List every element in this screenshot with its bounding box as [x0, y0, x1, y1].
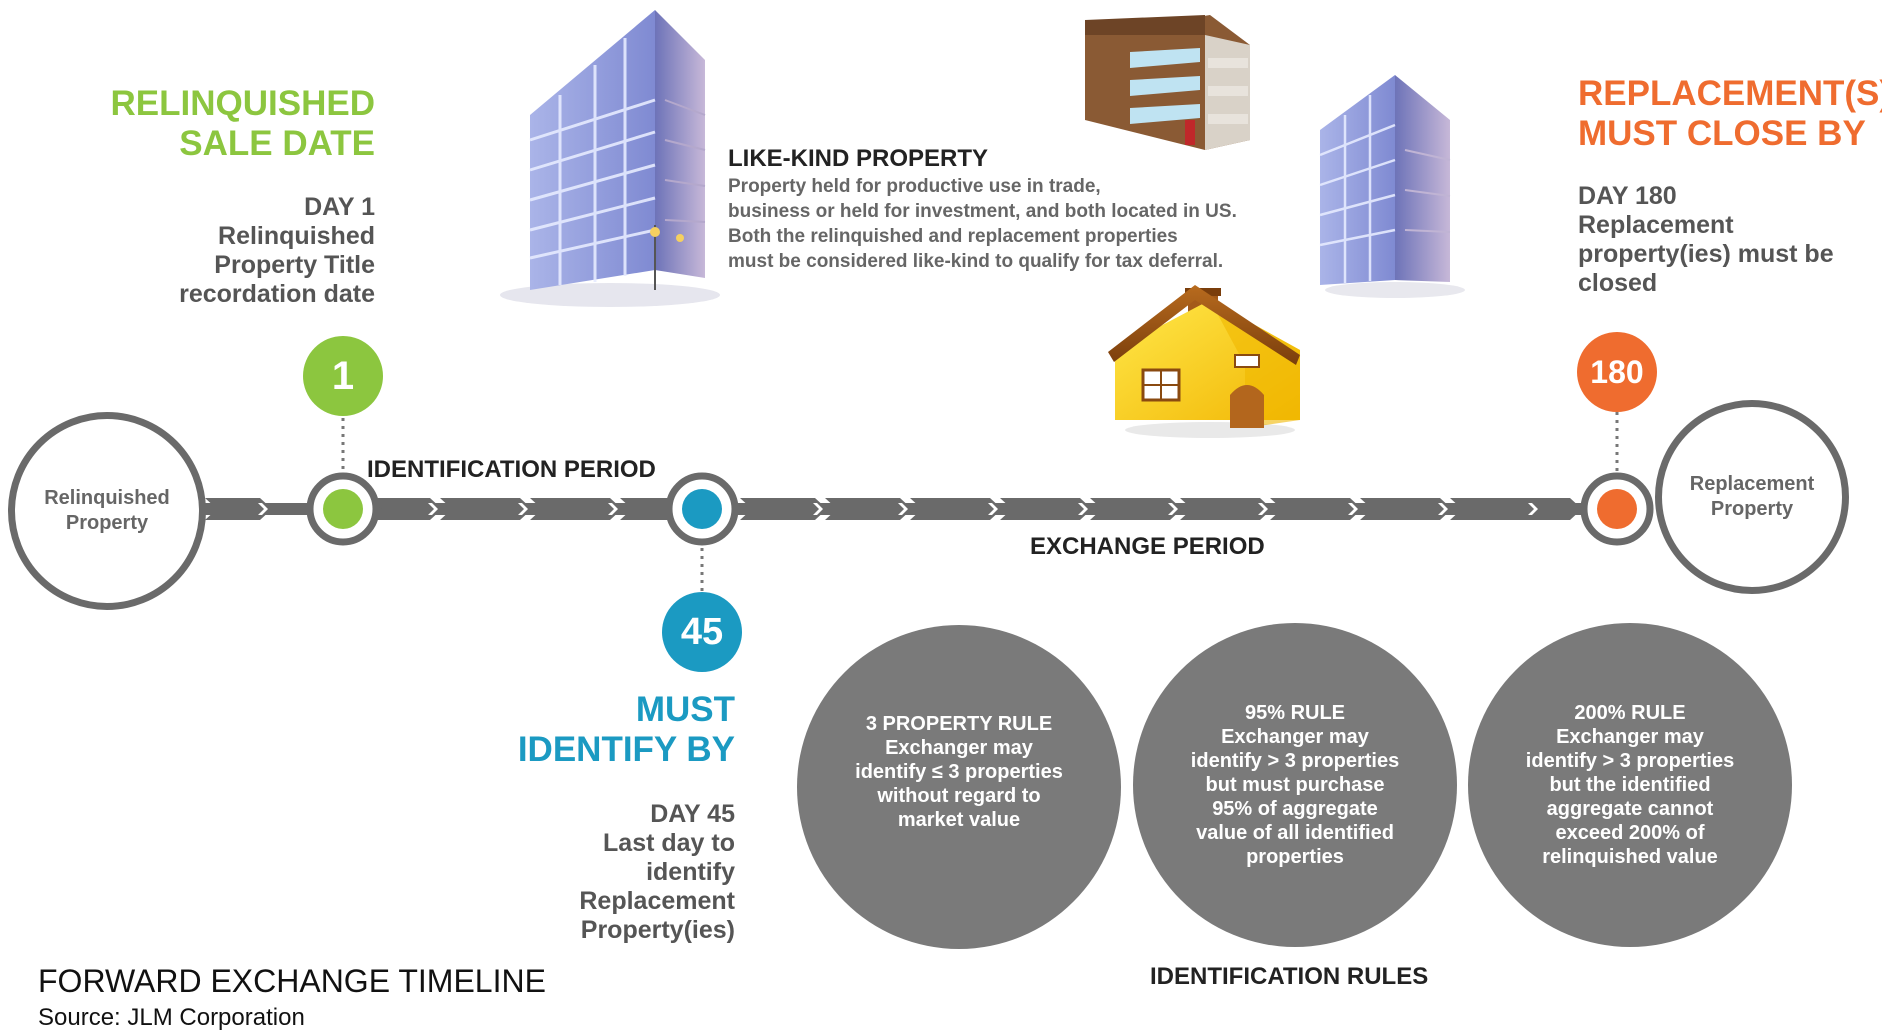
relinquished-property-circle: Relinquished Property: [8, 412, 206, 610]
rule-line: 95% of aggregate: [1212, 798, 1378, 820]
rule-line: but the identified: [1549, 774, 1711, 796]
replacement-property-circle: Replacement Property: [1655, 400, 1849, 594]
house-icon: [1108, 285, 1300, 438]
rule-95-percent: 95% RULE Exchanger may identify > 3 prop…: [1133, 623, 1457, 947]
rule-line: Exchanger may: [885, 737, 1033, 759]
rule-title: 3 PROPERTY RULE: [865, 713, 1053, 735]
relinquished-desc-line4: recordation date: [179, 280, 375, 308]
identify-desc-line3: identify: [646, 858, 735, 886]
office-building-small-icon: [1319, 75, 1465, 298]
marker-day45-circle: [662, 592, 742, 672]
like-kind-title: LIKE-KIND PROPERTY: [728, 145, 989, 172]
rule-line: aggregate cannot: [1546, 798, 1714, 820]
office-building-icon: [500, 10, 720, 307]
relinquished-desc-line2: Relinquished: [218, 222, 375, 250]
rule-line: without regard to: [877, 785, 1041, 807]
end-circle-line2: Property: [1710, 498, 1794, 520]
rule-line: relinquished value: [1542, 846, 1718, 868]
start-circle-line1: Relinquished: [44, 487, 170, 509]
node-day1: [306, 472, 380, 546]
marker-day45-label: 45: [680, 611, 724, 653]
identify-desc-line1: DAY 45: [650, 800, 735, 828]
rule-line: Exchanger may: [1556, 726, 1704, 748]
start-circle-line2: Property: [65, 512, 149, 534]
rule-200-percent: 200% RULE Exchanger may identify > 3 pro…: [1468, 623, 1792, 947]
rule-line: value of all identified: [1196, 822, 1394, 844]
rule-line: identify > 3 properties: [1525, 750, 1735, 772]
rule-title: 200% RULE: [1574, 702, 1686, 724]
identify-desc-line2: Last day to: [603, 829, 735, 857]
marker-day1-label: 1: [331, 354, 355, 398]
identification-rules-label: IDENTIFICATION RULES: [1150, 963, 1429, 990]
identify-description: DAY 45 Last day to identify Replacement …: [440, 800, 735, 945]
rule-title: 95% RULE: [1244, 702, 1346, 724]
rule-line: properties: [1246, 846, 1344, 868]
marker-day180-circle: [1577, 332, 1657, 412]
rule-line: identify > 3 properties: [1190, 750, 1400, 772]
identification-period-label: IDENTIFICATION PERIOD: [367, 456, 656, 483]
node-day45: [665, 472, 739, 546]
replacement-description: DAY 180 Replacement property(ies) must b…: [1578, 182, 1878, 298]
like-kind-block: LIKE-KIND PROPERTY Property held for pro…: [728, 144, 1328, 274]
replacement-desc-line2: Replacement: [1578, 211, 1734, 239]
rule-line: exceed 200% of: [1555, 822, 1705, 844]
apartment-building-icon: [1085, 15, 1250, 150]
like-kind-line1: Property held for productive use in trad…: [728, 176, 1101, 197]
rule-line: market value: [897, 809, 1021, 831]
replacement-header-line1: REPLACEMENT(S): [1578, 74, 1882, 113]
marker-day1-circle: [303, 336, 383, 416]
marker-day180-label: 180: [1590, 354, 1644, 390]
rule-3-property: 3 PROPERTY RULE Exchanger may identify ≤…: [797, 625, 1121, 949]
relinquished-desc-line3: Property Title: [214, 251, 375, 279]
replacement-header: REPLACEMENT(S) MUST CLOSE BY: [1578, 74, 1882, 154]
identify-desc-line5: Property(ies): [580, 916, 735, 944]
identify-desc-line4: Replacement: [579, 887, 735, 915]
rule-line: but must purchase: [1205, 774, 1385, 796]
rule-line: identify ≤ 3 properties: [855, 761, 1063, 783]
replacement-desc-line4: closed: [1578, 269, 1658, 297]
end-circle-line1: Replacement: [1689, 473, 1815, 495]
relinquished-header: RELINQUISHED SALE DATE: [100, 84, 375, 164]
identify-header-line1: MUST: [635, 690, 735, 729]
replacement-desc-line1: DAY 180: [1578, 182, 1677, 210]
node-day180: [1580, 472, 1654, 546]
timeline-bar: [195, 498, 1595, 520]
footer-source: Source: JLM Corporation: [38, 1004, 305, 1031]
footer-title: FORWARD EXCHANGE TIMELINE: [38, 963, 546, 999]
like-kind-line2: business or held for investment, and bot…: [728, 201, 1237, 222]
identify-header-line2: IDENTIFY BY: [517, 730, 735, 769]
relinquished-header-line2: SALE DATE: [179, 124, 375, 163]
relinquished-desc-line1: DAY 1: [304, 193, 375, 221]
like-kind-line3: Both the relinquished and replacement pr…: [728, 226, 1178, 247]
identify-header: MUST IDENTIFY BY: [440, 690, 735, 770]
replacement-header-line2: MUST CLOSE BY: [1578, 114, 1866, 153]
replacement-desc-line3: property(ies) must be: [1578, 240, 1834, 268]
exchange-period-label: EXCHANGE PERIOD: [1030, 533, 1265, 560]
relinquished-description: DAY 1 Relinquished Property Title record…: [100, 193, 375, 309]
rule-line: Exchanger may: [1221, 726, 1369, 748]
like-kind-line4: must be considered like-kind to qualify …: [728, 251, 1224, 272]
relinquished-header-line1: RELINQUISHED: [110, 84, 375, 123]
